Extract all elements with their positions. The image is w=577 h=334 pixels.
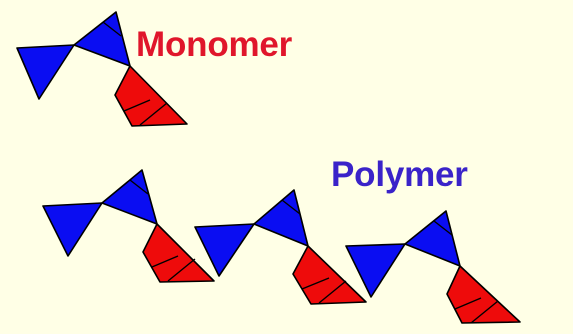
- polymer-unit-2: [195, 190, 366, 304]
- polymer-unit-2-blue-middle-triangle: [254, 190, 308, 246]
- monomer-blue-left-triangle: [17, 45, 74, 99]
- polymer-label: Polymer: [331, 157, 468, 192]
- polymer-unit-3-blue-middle-triangle: [405, 211, 460, 266]
- polymer-unit-2-blue-left-triangle: [195, 224, 254, 276]
- polymer-unit-1-blue-middle-triangle: [102, 170, 157, 224]
- monomer-red-triangle: [115, 66, 187, 126]
- polymer-unit-3: [346, 211, 520, 323]
- polymer-unit-1-blue-left-triangle: [43, 203, 102, 256]
- monomer-blue-middle-triangle: [74, 12, 130, 66]
- monomer-label: Monomer: [136, 27, 292, 62]
- polymer-unit-3-blue-left-triangle: [346, 244, 405, 297]
- polymer-unit-3-red-triangle: [447, 266, 520, 323]
- polymer-unit-1: [43, 170, 214, 282]
